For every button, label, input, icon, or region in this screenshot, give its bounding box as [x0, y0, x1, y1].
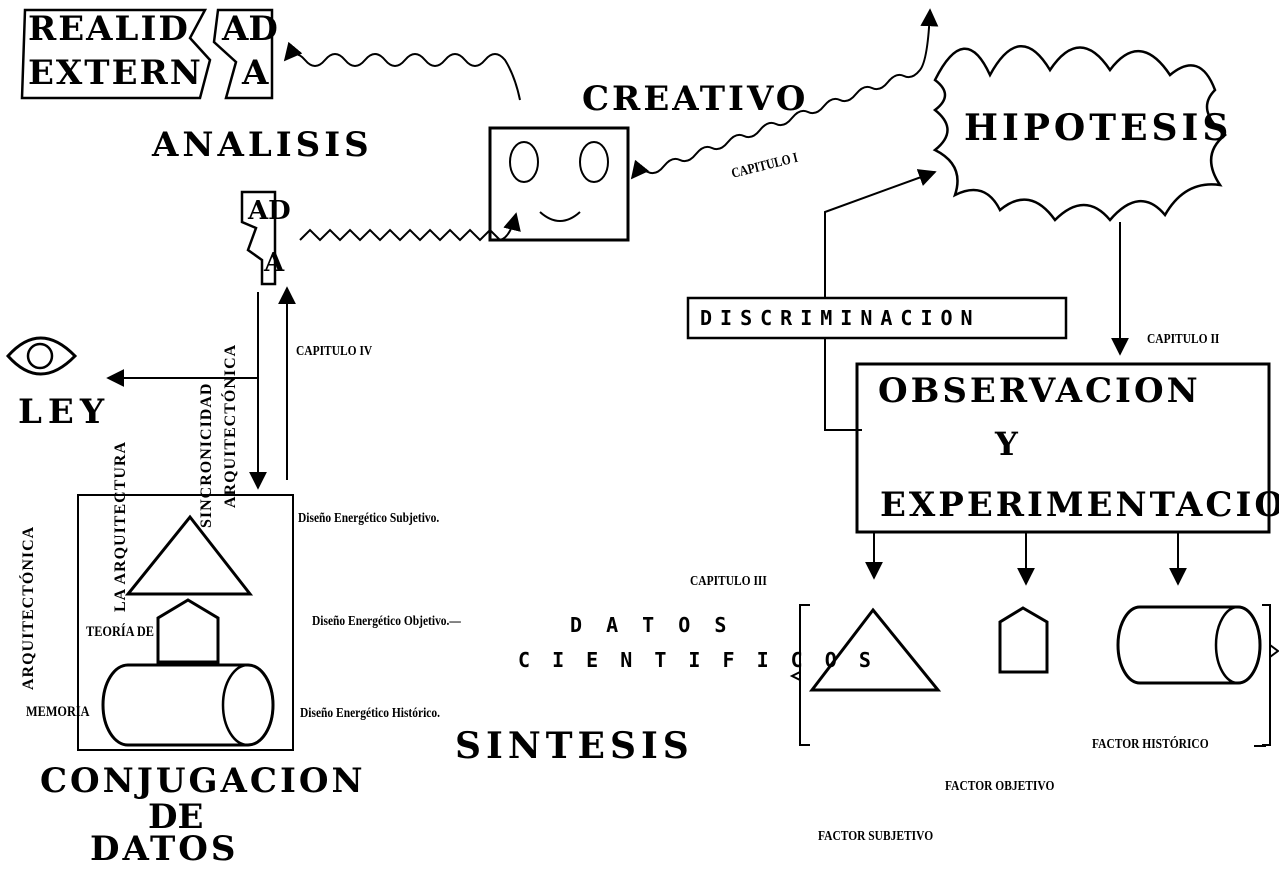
- wave-creativo-hipotesis: [630, 8, 939, 180]
- realidad-suffix1: AD: [222, 9, 278, 49]
- capitulo-ii-label: CAPITULO II: [1147, 332, 1220, 347]
- wave-realidad-creativo: [283, 41, 521, 101]
- vertical-arquitectonica-1: ARQUITECTÓNICA: [222, 343, 239, 508]
- memoria-label: MEMORIA: [26, 704, 90, 720]
- creativo-label: CREATIVO: [582, 79, 809, 119]
- vertical-la-arquitectura: LA ARQUITECTURA: [112, 440, 129, 612]
- bracket-brace-right: [1269, 644, 1279, 658]
- bracket-left: [799, 604, 810, 746]
- cylinder-left-end: [221, 663, 275, 747]
- bracket-brace-left: [789, 671, 801, 681]
- observacion-line1: OBSERVACION: [878, 371, 1201, 411]
- realidad-card-piece: [212, 8, 274, 100]
- capitulo-iii-label: CAPITULO III: [690, 574, 767, 589]
- factor-historico: FACTOR HISTÓRICO: [1092, 737, 1209, 752]
- cylinder-right: [1116, 605, 1262, 685]
- realidad-line2: EXTERN: [28, 53, 203, 93]
- datos-cientificos-line1: D A T O S: [570, 613, 733, 637]
- realidad-card: [20, 8, 212, 100]
- factor-historico-dash: [1254, 745, 1266, 747]
- ley-label: LEY: [18, 392, 111, 432]
- discriminacion-label: DISCRIMINACION: [700, 306, 981, 330]
- factor-objetivo: FACTOR OBJETIVO: [945, 779, 1055, 794]
- ada-line2: A: [264, 248, 285, 278]
- eye-icon: [5, 336, 78, 376]
- conjugacion-line2: DE: [148, 797, 204, 837]
- diseno-subjetivo: Diseño Energético Subjetivo.: [298, 511, 440, 526]
- ada-fragment: [240, 190, 277, 286]
- sintesis-label: SINTESIS: [455, 725, 694, 767]
- house-right: [998, 606, 1049, 674]
- factor-subjetivo: FACTOR SUBJETIVO: [818, 829, 934, 844]
- house-left: [156, 598, 220, 664]
- creativo-face-box: [488, 126, 630, 242]
- hipotesis-label: HIPOTESIS: [964, 107, 1233, 149]
- teoria-de-label: TEORÍA DE: [86, 624, 155, 640]
- eye-pupil: [26, 342, 54, 370]
- conjugacion-box: [77, 494, 294, 751]
- diseno-historico: Diseño Energético Histórico.: [300, 706, 440, 721]
- conjugacion-line3: DATOS: [90, 829, 239, 869]
- face-eye-right: [579, 141, 609, 183]
- vertical-sincronicidad: SINCRONICIDAD: [198, 382, 215, 528]
- triangle-left: [124, 514, 254, 596]
- realidad-line1: REALID: [28, 9, 190, 49]
- triangle-right: [808, 607, 942, 692]
- conjugacion-line1: CONJUGACION: [40, 761, 366, 801]
- face-eye-left: [509, 141, 539, 183]
- observacion-box: [855, 362, 1271, 534]
- bracket-right: [1262, 604, 1271, 746]
- capitulo-iv-label: CAPITULO IV: [296, 344, 373, 359]
- analisis-label: ANALISIS: [152, 125, 373, 165]
- wave-ada-creativo: [299, 212, 521, 242]
- face-mouth: [539, 211, 581, 222]
- hipotesis-burst: [932, 44, 1227, 222]
- diseno-objetivo: Diseño Energético Objetivo.—: [312, 614, 461, 629]
- cylinder-right-end: [1214, 605, 1262, 685]
- ada-line1: AD: [248, 196, 291, 226]
- cylinder-left: [101, 663, 275, 747]
- datos-cientificos-line2: C I E N T I F I C O S: [518, 648, 876, 672]
- observacion-line2: Y: [995, 425, 1018, 463]
- discriminacion-box: [686, 296, 1068, 340]
- realidad-suffix2: A: [242, 53, 269, 93]
- vertical-arquitectonica-2: ARQUITECTÓNICA: [20, 525, 37, 690]
- observacion-line3: EXPERIMENTACION: [880, 485, 1279, 525]
